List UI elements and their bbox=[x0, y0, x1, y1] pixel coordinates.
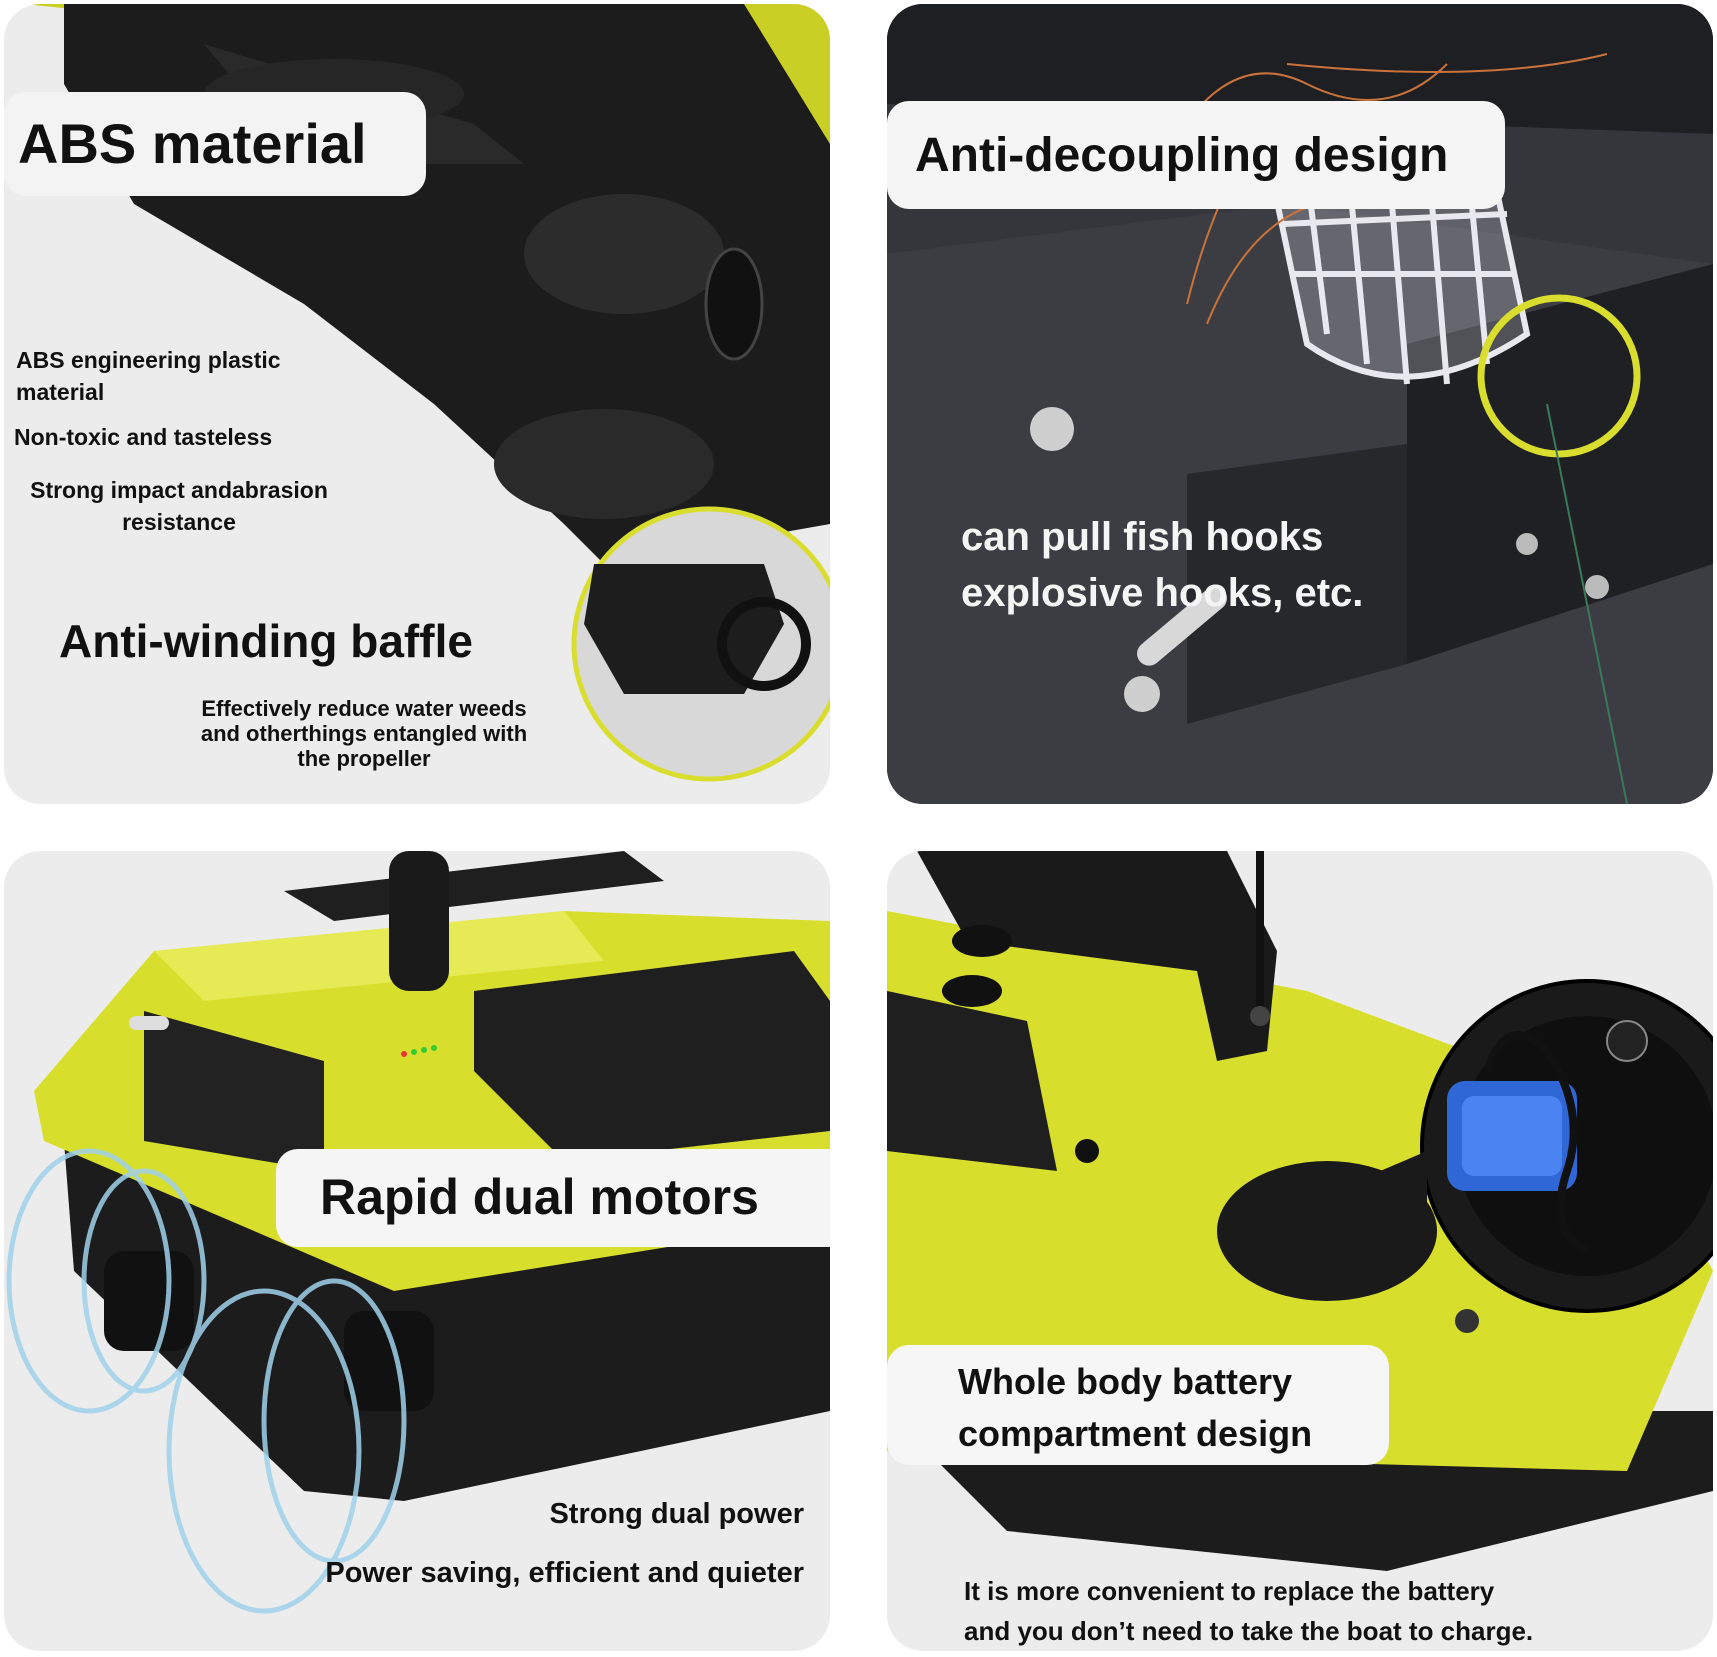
battery-title-line1: Whole body battery bbox=[958, 1361, 1293, 1402]
bait-container-illustration bbox=[887, 4, 1713, 804]
motors-title-pill bbox=[276, 1149, 830, 1247]
fish-hooks-caption: can pull fish hooks explosive hooks, etc… bbox=[961, 509, 1363, 621]
anti-winding-desc-line1: Effectively reduce water weeds bbox=[201, 696, 527, 721]
anti-decoupling-panel: Anti-decoupling design can pull fish hoo… bbox=[887, 4, 1713, 804]
feature-impact-line2: resistance bbox=[122, 509, 236, 535]
anti-winding-desc-line2: and otherthings entangled with bbox=[200, 721, 528, 746]
rapid-dual-motors-panel: Rapid dual motors Strong dual power Powe… bbox=[4, 851, 830, 1651]
anti-decoupling-title: Anti-decoupling design bbox=[915, 129, 1449, 182]
feature-abs-plastic-line2: material bbox=[16, 379, 105, 405]
battery-compartment-illustration bbox=[887, 851, 1713, 1571]
feature-abs-plastic-line1: ABS engineering plastic bbox=[16, 347, 281, 373]
feature-dual-power: Strong dual power bbox=[549, 1498, 804, 1530]
battery-desc-line1: It is more convenient to replace the bat… bbox=[964, 1576, 1495, 1606]
feature-impact-resistance: Strong impact andabrasion resistance bbox=[14, 474, 344, 538]
feature-non-toxic: Non-toxic and tasteless bbox=[14, 424, 273, 450]
battery-description: It is more convenient to replace the bat… bbox=[964, 1571, 1533, 1651]
battery-title-line2: compartment design bbox=[958, 1413, 1313, 1454]
anti-decoupling-title-pill bbox=[887, 101, 1505, 209]
anti-winding-desc-line3: the propeller bbox=[297, 746, 431, 771]
boat-motors-illustration bbox=[6, 851, 830, 1614]
anti-winding-description: Effectively reduce water weeds and other… bbox=[164, 696, 564, 771]
feature-impact-line1: Strong impact andabrasion bbox=[30, 477, 328, 503]
abs-title: ABS material bbox=[18, 112, 367, 175]
abs-material-panel: ABS material ABS engineering plastic mat… bbox=[4, 4, 830, 804]
motors-title: Rapid dual motors bbox=[320, 1169, 759, 1225]
battery-title: Whole body battery compartment design bbox=[958, 1356, 1312, 1460]
battery-title-pill bbox=[887, 1345, 1389, 1465]
fish-hooks-caption-line2: explosive hooks, etc. bbox=[961, 571, 1364, 615]
feature-power-saving: Power saving, efficient and quieter bbox=[325, 1557, 804, 1589]
feature-abs-plastic: ABS engineering plastic material bbox=[16, 344, 281, 408]
fish-hooks-caption-line1: can pull fish hooks bbox=[961, 515, 1324, 559]
abs-title-pill bbox=[4, 92, 426, 196]
anti-winding-subtitle: Anti-winding baffle bbox=[59, 615, 473, 667]
battery-desc-line2: and you don’t need to take the boat to c… bbox=[964, 1616, 1534, 1646]
battery-compartment-panel: Whole body battery compartment design It… bbox=[887, 851, 1713, 1651]
